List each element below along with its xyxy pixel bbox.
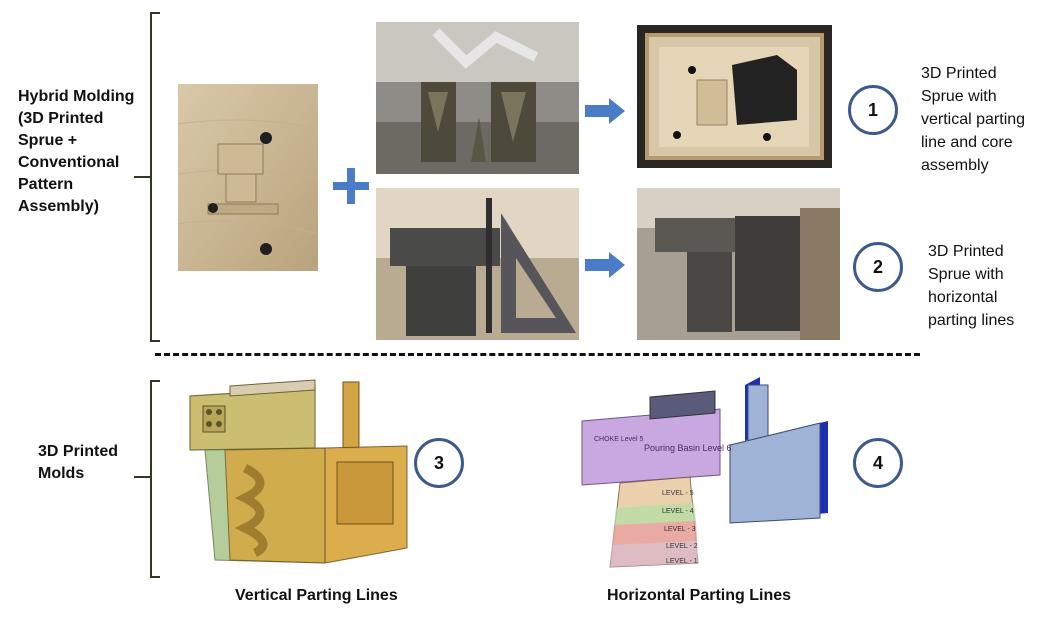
hybrid-bracket xyxy=(150,12,160,342)
level-5-label: LEVEL - 5 xyxy=(662,490,694,497)
molds-bracket xyxy=(150,380,160,578)
arrow-2 xyxy=(585,252,625,278)
pouring-basin-label: Pouring Basin Level 6 xyxy=(644,443,732,453)
sprue-horizontal-photo xyxy=(376,188,579,340)
marker-2: 2 xyxy=(853,242,903,292)
horizontal-assembly-photo xyxy=(637,188,840,340)
hybrid-bracket-tick xyxy=(134,176,150,178)
level-4-label: LEVEL - 4 xyxy=(662,508,694,515)
hybrid-molding-label: Hybrid Molding (3D Printed Sprue + Conve… xyxy=(18,88,135,215)
sprue-vertical-photo xyxy=(376,22,579,174)
marker-4: 4 xyxy=(853,438,903,488)
arrow-1 xyxy=(585,98,625,124)
level-2-label: LEVEL - 2 xyxy=(666,543,698,550)
horizontal-mold-render: Pouring Basin Level 6 CHOKE Level 5 LEVE… xyxy=(580,373,836,578)
wood-pattern-photo xyxy=(178,84,318,271)
plus-sign: + xyxy=(333,168,369,204)
desc-2: 3D Printed Sprue with horizontal parting… xyxy=(928,243,1015,329)
molds-bracket-tick xyxy=(134,476,150,478)
level-3-label: LEVEL - 3 xyxy=(664,526,696,533)
choke-label: CHOKE Level 5 xyxy=(594,436,644,443)
desc-1: 3D Printed Sprue with vertical parting l… xyxy=(921,65,1026,174)
core-assembly-photo xyxy=(637,25,832,168)
marker-1: 1 xyxy=(848,85,898,135)
marker-3: 3 xyxy=(414,438,464,488)
printed-molds-label: 3D Printed Molds xyxy=(38,443,119,482)
level-1-label: LEVEL - 1 xyxy=(666,558,698,565)
section-divider xyxy=(155,353,920,356)
vertical-mold-render xyxy=(185,378,410,573)
caption-vertical: Vertical Parting Lines xyxy=(235,587,398,604)
caption-horizontal: Horizontal Parting Lines xyxy=(607,587,792,604)
